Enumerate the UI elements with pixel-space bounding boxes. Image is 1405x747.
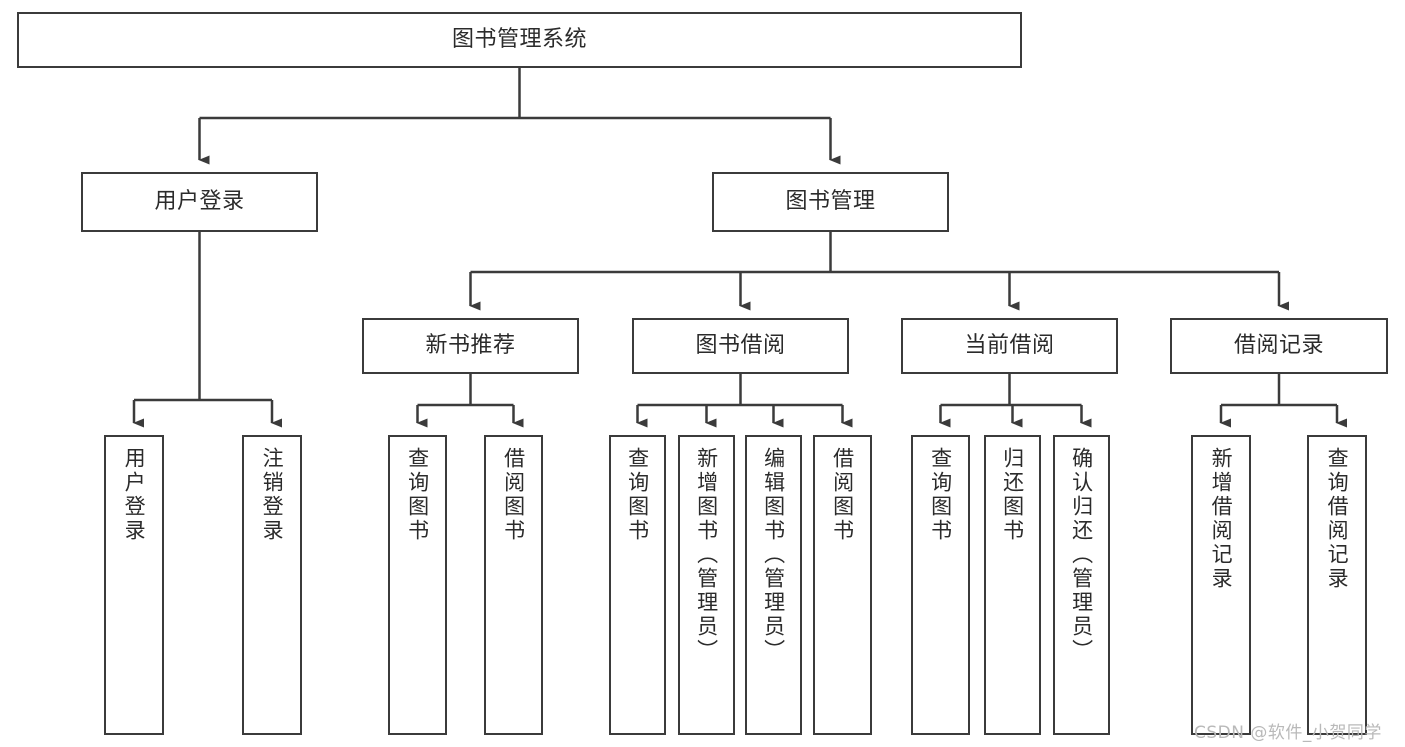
node-leaf-logout[interactable]: 注销登录 [242, 435, 302, 735]
node-label: 查询借阅记录 [1325, 447, 1350, 591]
node-leaf-borrow-book-rec[interactable]: 借阅图书 [484, 435, 543, 735]
node-leaf-confirm-return-admin[interactable]: 确认归还（管理员） [1053, 435, 1110, 735]
node-label: 新书推荐 [425, 333, 516, 359]
node-label: 编辑图书（管理员） [761, 447, 786, 663]
node-book-manage[interactable]: 图书管理 [712, 172, 949, 232]
node-label: 借阅图书 [830, 447, 855, 543]
node-label: 查询图书 [405, 447, 430, 543]
node-leaf-borrow-book[interactable]: 借阅图书 [813, 435, 872, 735]
node-borrow-record[interactable]: 借阅记录 [1170, 318, 1388, 374]
node-leaf-user-login[interactable]: 用户登录 [104, 435, 164, 735]
node-label: 借阅图书 [501, 447, 526, 543]
node-leaf-add-borrow-record[interactable]: 新增借阅记录 [1191, 435, 1251, 735]
node-label: 图书管理 [785, 189, 876, 215]
node-current-borrow[interactable]: 当前借阅 [901, 318, 1118, 374]
node-label: 借阅记录 [1233, 333, 1324, 359]
node-leaf-query-book-rec[interactable]: 查询图书 [388, 435, 447, 735]
node-label: 当前借阅 [964, 333, 1055, 359]
node-leaf-query-borrow-record[interactable]: 查询借阅记录 [1307, 435, 1367, 735]
node-label: 注销登录 [260, 447, 285, 543]
node-leaf-query-book-borrow[interactable]: 查询图书 [609, 435, 666, 735]
node-label: 图书借阅 [695, 333, 786, 359]
watermark: CSDN @软件_小贺同学 [1194, 723, 1382, 743]
node-leaf-edit-book-admin[interactable]: 编辑图书（管理员） [745, 435, 802, 735]
node-label: 用户登录 [154, 189, 245, 215]
node-label: 用户登录 [122, 447, 147, 543]
node-leaf-query-book-cur[interactable]: 查询图书 [911, 435, 970, 735]
node-label: 确认归还（管理员） [1069, 447, 1094, 663]
node-label: 归还图书 [1000, 447, 1025, 543]
node-user-login[interactable]: 用户登录 [81, 172, 318, 232]
node-label: 查询图书 [625, 447, 650, 543]
node-new-book-recommend[interactable]: 新书推荐 [362, 318, 579, 374]
node-root[interactable]: 图书管理系统 [17, 12, 1022, 68]
node-label: 新增图书（管理员） [694, 447, 719, 663]
node-book-borrow[interactable]: 图书借阅 [632, 318, 849, 374]
node-label: 查询图书 [928, 447, 953, 543]
node-leaf-add-book-admin[interactable]: 新增图书（管理员） [678, 435, 735, 735]
node-label: 新增借阅记录 [1209, 447, 1234, 591]
node-label: 图书管理系统 [451, 27, 587, 53]
node-leaf-return-book[interactable]: 归还图书 [984, 435, 1041, 735]
